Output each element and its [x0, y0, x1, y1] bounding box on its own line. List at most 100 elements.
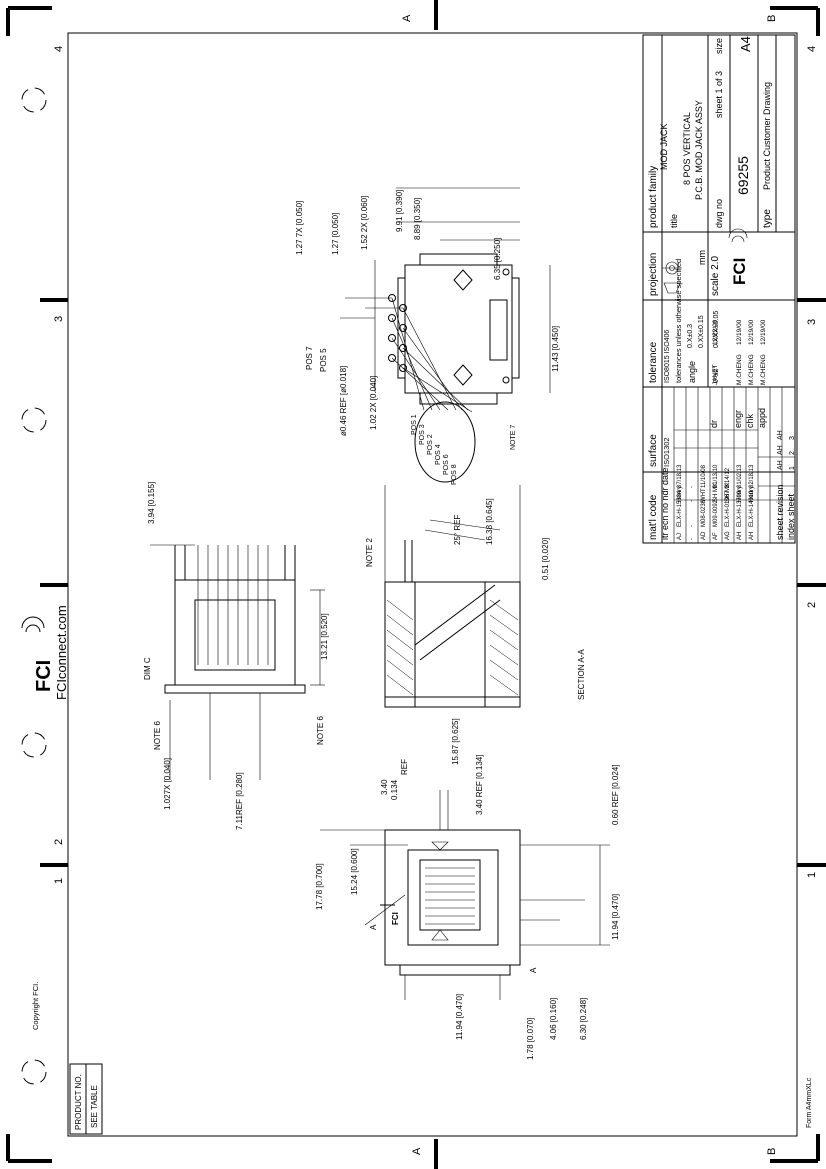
dimension-label: POS 7 — [305, 346, 314, 370]
zone-letter: B — [766, 15, 778, 22]
dimension-label: 9.91 [0.390] — [395, 190, 404, 232]
tol-angle: 0°±2° — [712, 366, 720, 383]
dimension-label: 1.52 2X [0.060] — [360, 196, 369, 250]
approval-role: dr — [709, 420, 719, 428]
dimension-label: 16.38 [0.645] — [485, 498, 494, 545]
surface-label: surface — [648, 434, 659, 467]
sheet-frame — [6, 0, 826, 1169]
dimension-label: 8.89 [0.350] — [413, 198, 422, 240]
title-line2: P.C.B. MOD JACK ASSY — [694, 100, 704, 200]
tolerance-label: tolerance — [648, 341, 659, 383]
title-block-text: mat'l code surface ISO1302 tolerance ISO… — [648, 36, 796, 540]
approval-date: 12/19/00 — [748, 319, 755, 345]
projection-symbol — [662, 261, 682, 294]
dimension-label: 13.21 [0.520] — [320, 613, 329, 660]
zone-number: 4 — [53, 46, 65, 52]
dimension-label: 17.78 [0.700] — [315, 863, 324, 910]
revision-cell: AH — [749, 532, 755, 540]
matl-code-label: mat'l code — [648, 494, 659, 540]
revision-cell: SH MK — [725, 483, 731, 502]
dimension-label: 1.78 [0.070] — [526, 1018, 535, 1060]
pin-position-label: POS 2 — [427, 434, 434, 455]
revision-cell: 3/14/12 — [725, 467, 731, 488]
angle-label: angle — [687, 361, 697, 383]
dimension-label: 4.06 [0.160] — [549, 998, 558, 1040]
approval-date: 12/19/00 — [760, 319, 767, 345]
approval-role: chk — [745, 413, 755, 428]
size-label: size — [714, 38, 724, 54]
pin-position-label: POS 3 — [419, 424, 426, 445]
title-label: title — [669, 214, 679, 228]
sheet-revision-value: AH — [777, 430, 784, 440]
revision-cell: - — [689, 500, 695, 502]
revision-cell: AJ — [677, 533, 683, 540]
website-text: FCIconnect.com — [54, 605, 69, 700]
sheet-label: sheet 1 of 3 — [714, 71, 724, 118]
note-label: NOTE 7 — [510, 425, 517, 450]
projection-label: projection — [648, 253, 659, 296]
tol-0x: 0.X±0.3 — [687, 324, 694, 348]
revision-cell: ELX-H-14010 — [749, 490, 755, 527]
copyright-text: Copyright FCI. — [31, 982, 40, 1030]
revision-cell: - — [689, 486, 695, 488]
revision-cell: AH — [737, 532, 743, 540]
revision-cell: 02/18/13 — [749, 464, 755, 488]
scale-label: scale 2.0 — [710, 256, 721, 296]
svg-text:FCI: FCI — [730, 258, 749, 285]
svg-text:FCI: FCI — [33, 660, 55, 692]
zone-number: 3 — [806, 319, 818, 325]
svg-text:FCI: FCI — [391, 912, 400, 925]
dimension-label: 6.30 [0.248] — [579, 998, 588, 1040]
title-block — [642, 34, 796, 544]
units: mm — [697, 250, 707, 265]
dimension-label: 0.134 — [390, 779, 399, 800]
revision-cell: M09-0092 — [713, 499, 719, 527]
dimension-label: NOTE 6 — [153, 721, 162, 750]
revision-cell: SH MK — [713, 483, 719, 502]
dimension-label: POS 5 — [319, 348, 328, 372]
front-view — [150, 544, 325, 780]
dwg-no-label: dwg no — [714, 199, 724, 228]
product-no-label: PRODUCT NO. — [74, 1074, 83, 1130]
form-text: Form A4mmXLc — [806, 1077, 813, 1128]
surface-value: ISO1302 — [662, 437, 671, 467]
plug-face-view: FCI — [320, 790, 610, 1000]
revision-cell: ELX-H-15334 — [677, 490, 683, 527]
dimension-label: 0.60 REF [0.024] — [611, 765, 620, 825]
dimension-label: 0.51 [0.020] — [541, 538, 550, 580]
dimension-label: 6.35 [0.250] — [493, 238, 502, 280]
product-family-label: product family — [648, 166, 659, 228]
dimension-label: ø0.46 REF [ø0.018] — [339, 366, 348, 436]
zone-letter: B — [766, 1148, 778, 1155]
zone-number: 1 — [53, 878, 65, 884]
product-number-box: PRODUCT NO. SEE TABLE — [69, 1063, 103, 1135]
index-value: 3 — [789, 436, 796, 440]
dwg-no-value: 69255 — [735, 156, 751, 195]
dimension-label: 3.94 [0.155] — [147, 482, 156, 524]
zone-number: 2 — [806, 602, 818, 608]
dimension-label: NOTE 6 — [316, 716, 325, 745]
approval-name: M.CHENG — [760, 354, 767, 385]
dimension-label: 3.40 REF [0.134] — [475, 755, 484, 815]
size-value: A4 — [738, 36, 753, 52]
index-value: 1 — [789, 466, 796, 470]
revision-cell: - — [689, 538, 695, 540]
zone-letter: A — [401, 14, 413, 22]
tol-0xx: 0.XX±0.15 — [698, 315, 705, 348]
sheet-revision-label: sheet revision — [775, 484, 785, 540]
index-label: index sheet — [786, 493, 796, 540]
pin-position-label: POS 4 — [435, 444, 442, 465]
revision-cell: 01/02/13 — [737, 464, 743, 488]
tolerance-value: ISO8015 ISO406 — [664, 330, 671, 383]
approval-table: drJANET12/22/00engrM.CHENG12/19/00chkM.C… — [709, 319, 767, 428]
fci-logo-small: FCI — [728, 228, 749, 285]
revision-cell: 11/10/08 — [701, 464, 707, 488]
approval-name: M.CHENG — [736, 354, 743, 385]
revision-cell: 01/13/10 — [713, 464, 719, 488]
dimension-label: 1.27 [0.050] — [331, 213, 340, 255]
approval-role: appd — [757, 408, 767, 428]
pin-position-label: POS 8 — [451, 464, 458, 485]
zone-number: 2 — [53, 839, 65, 845]
sheet-revision-value: AH — [777, 460, 784, 470]
